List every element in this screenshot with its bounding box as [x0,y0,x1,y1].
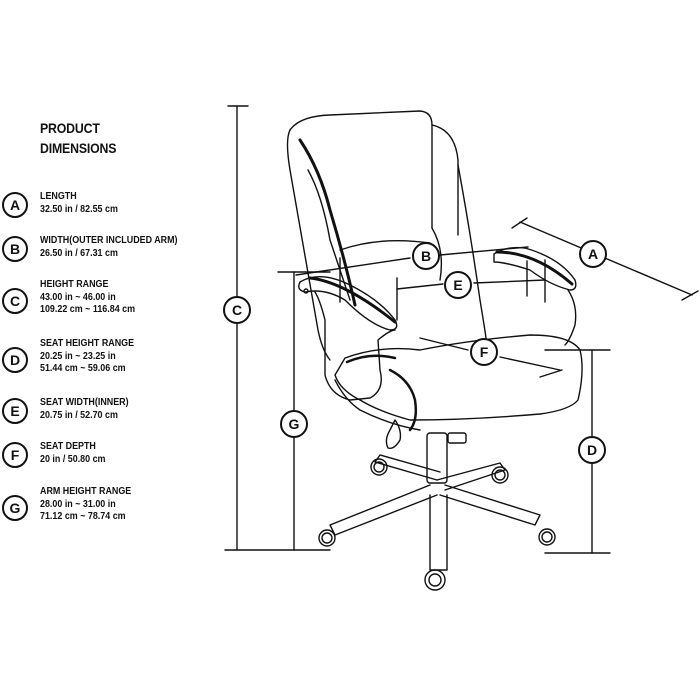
dimension-line-f [419,337,563,378]
badge-c: C [2,288,28,314]
svg-text:D: D [587,442,597,458]
marker-e: E [444,271,472,299]
marker-c: C [223,296,251,324]
badge-e: E [2,398,28,424]
dimension-line-e [396,259,546,321]
page-title: PRODUCT DIMENSIONS [40,118,116,158]
badge-b: B [2,236,28,262]
legend-item-seat-width: E SEAT WIDTH(INNER)20.75 in / 52.70 cm [0,396,220,444]
marker-b: B [412,242,440,270]
marker-f: F [470,338,498,366]
chair-backrest [286,110,488,361]
badge-f: F [2,442,28,468]
badge-g: G [2,495,28,521]
svg-text:B: B [421,248,431,264]
svg-text:F: F [480,344,489,360]
chair-lever [385,419,402,450]
chair-armrest-left [298,276,398,401]
marker-d: D [578,436,606,464]
chair-seat [334,334,583,432]
svg-text:E: E [453,277,462,293]
legend-item-width: B WIDTH(OUTER INCLUDED ARM)26.50 in / 67… [0,234,220,282]
svg-text:A: A [588,246,598,262]
marker-g: G [280,410,308,438]
chair-casters [318,458,556,591]
title-line-2: DIMENSIONS [40,140,117,156]
legend-text: WIDTH(OUTER INCLUDED ARM)26.50 in / 67.3… [40,234,178,259]
marker-a: A [579,240,607,268]
badge-d: D [2,347,28,373]
chair-armrest-right [493,246,577,346]
badge-a: A [2,192,28,218]
svg-text:C: C [232,302,242,318]
dimension-line-c [224,105,331,551]
svg-text:G: G [289,416,300,432]
legend-text: SEAT WIDTH(INNER)20.75 in / 52.70 cm [40,396,129,421]
chair-base [329,432,541,571]
title-line-1: PRODUCT [40,120,100,136]
dimension-line-g [277,271,331,551]
